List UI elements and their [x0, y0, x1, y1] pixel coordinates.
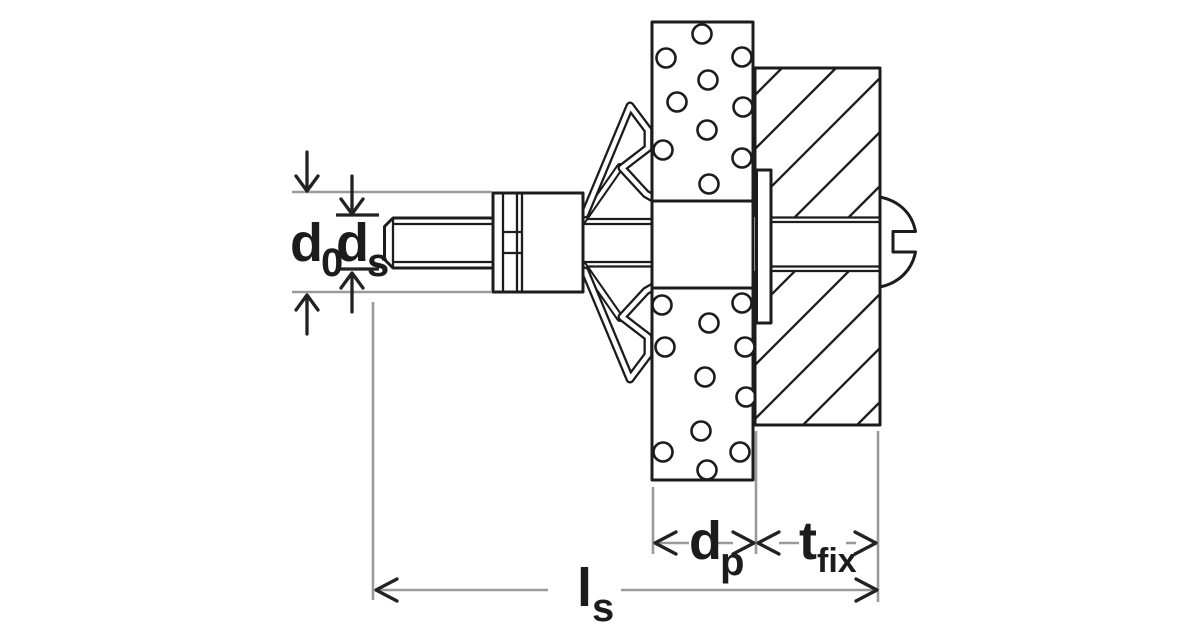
expansion-wings — [579, 101, 658, 384]
dp-right-arrow — [731, 530, 756, 556]
tfix-right-arrow — [853, 530, 878, 556]
ds-bottom-arrow — [339, 271, 365, 314]
screw-bolt — [383, 216, 500, 270]
ls-left-arrow — [374, 577, 399, 603]
label-d0-sub: 0 — [321, 241, 343, 285]
label-d0: d — [290, 213, 323, 273]
dimension-ls: l s — [371, 302, 879, 630]
anchor-sleeve — [491, 191, 585, 294]
label-dp-sub: p — [720, 540, 744, 584]
perforated-panel — [650, 20, 757, 482]
d0-top-arrow — [294, 150, 320, 193]
tfix-left-arrow — [756, 530, 781, 556]
anchor-barrel — [583, 217, 653, 268]
label-ls-sub: s — [592, 586, 614, 630]
ds-top-arrow — [339, 174, 365, 216]
label-dp: d — [689, 511, 722, 571]
d0-bottom-arrow — [294, 293, 320, 336]
perforation-holes — [651, 23, 757, 481]
sleeve-body — [491, 191, 585, 294]
label-tfix: t — [799, 511, 817, 571]
dp-left-arrow — [653, 530, 678, 556]
bolt-shaft — [383, 216, 500, 270]
label-ds: d — [336, 213, 369, 273]
label-tfix-sub: fix — [817, 542, 857, 580]
dimension-dp-tfix: d p t fix — [651, 431, 880, 602]
label-ds-sub: s — [367, 241, 389, 285]
screw-channel — [754, 217, 880, 271]
panel-body — [650, 20, 755, 482]
screw-head — [879, 195, 917, 289]
dimension-d0-ds: d 0 d s — [290, 150, 492, 336]
ls-right-arrow — [854, 577, 879, 603]
label-ls: l — [577, 558, 592, 618]
fixture-block — [753, 66, 882, 427]
anchor-flange — [755, 168, 773, 325]
